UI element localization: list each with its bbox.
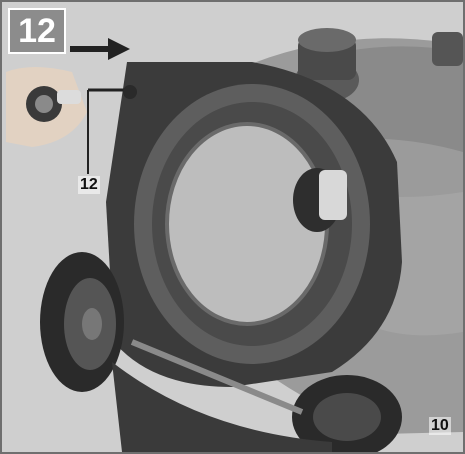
hose-clip bbox=[293, 168, 347, 232]
callout-label-12: 12 bbox=[78, 176, 100, 194]
axle-rod bbox=[130, 339, 304, 415]
accessory-mount bbox=[123, 85, 137, 99]
rear-knob bbox=[432, 32, 463, 66]
front-wheel-right bbox=[292, 375, 402, 452]
front-wheel-left bbox=[40, 252, 124, 392]
step-number-badge: 12 bbox=[8, 8, 66, 54]
intake-opening bbox=[167, 124, 327, 324]
base-plate bbox=[112, 362, 332, 452]
direction-arrow bbox=[70, 38, 130, 60]
callout-label-10: 10 bbox=[429, 417, 451, 435]
accessory-inset bbox=[6, 67, 87, 147]
